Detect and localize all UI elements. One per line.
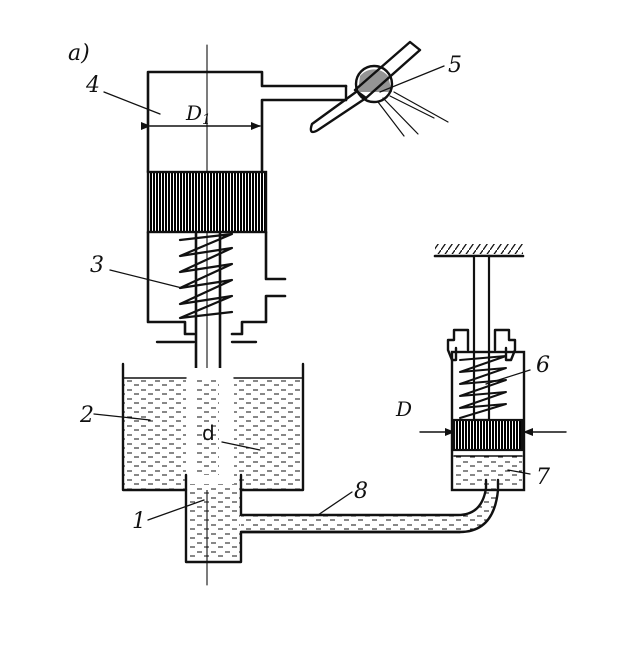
- label-5: 5: [448, 53, 462, 78]
- dimension-d1: D1: [185, 101, 211, 128]
- small-spring: [459, 355, 507, 419]
- leader-6: [485, 369, 531, 385]
- leader-3: [109, 269, 183, 289]
- label-8: 8: [354, 479, 368, 504]
- small-chamber-liquid: [454, 456, 522, 488]
- small-piston: [452, 418, 524, 452]
- leader-2: [93, 413, 151, 421]
- figure-tag: a): [68, 41, 90, 66]
- leader-1: [147, 499, 205, 521]
- label-2: 2: [79, 403, 94, 428]
- leader-7: [507, 469, 531, 475]
- ceiling-hatch: [435, 244, 523, 254]
- small-cylinder: [419, 244, 567, 492]
- label-4: 4: [85, 73, 100, 98]
- label-7: 7: [536, 465, 550, 490]
- large-cylinder: [141, 70, 348, 344]
- label-3: 3: [90, 253, 104, 278]
- dimension-d: d: [202, 421, 215, 445]
- leader-d: [221, 441, 261, 451]
- leader-4: [103, 91, 161, 115]
- large-spring: [178, 232, 234, 320]
- large-piston: [146, 170, 268, 234]
- label-1: 1: [132, 509, 146, 534]
- valve: [309, 40, 449, 137]
- leader-8: [317, 491, 353, 516]
- leader-5: [379, 65, 445, 93]
- pipe: [239, 478, 500, 534]
- leader-lines: [93, 65, 531, 521]
- label-6: 6: [536, 353, 550, 378]
- dimension-big-d: D: [395, 397, 412, 421]
- pump-chamber-liquid: [188, 484, 240, 560]
